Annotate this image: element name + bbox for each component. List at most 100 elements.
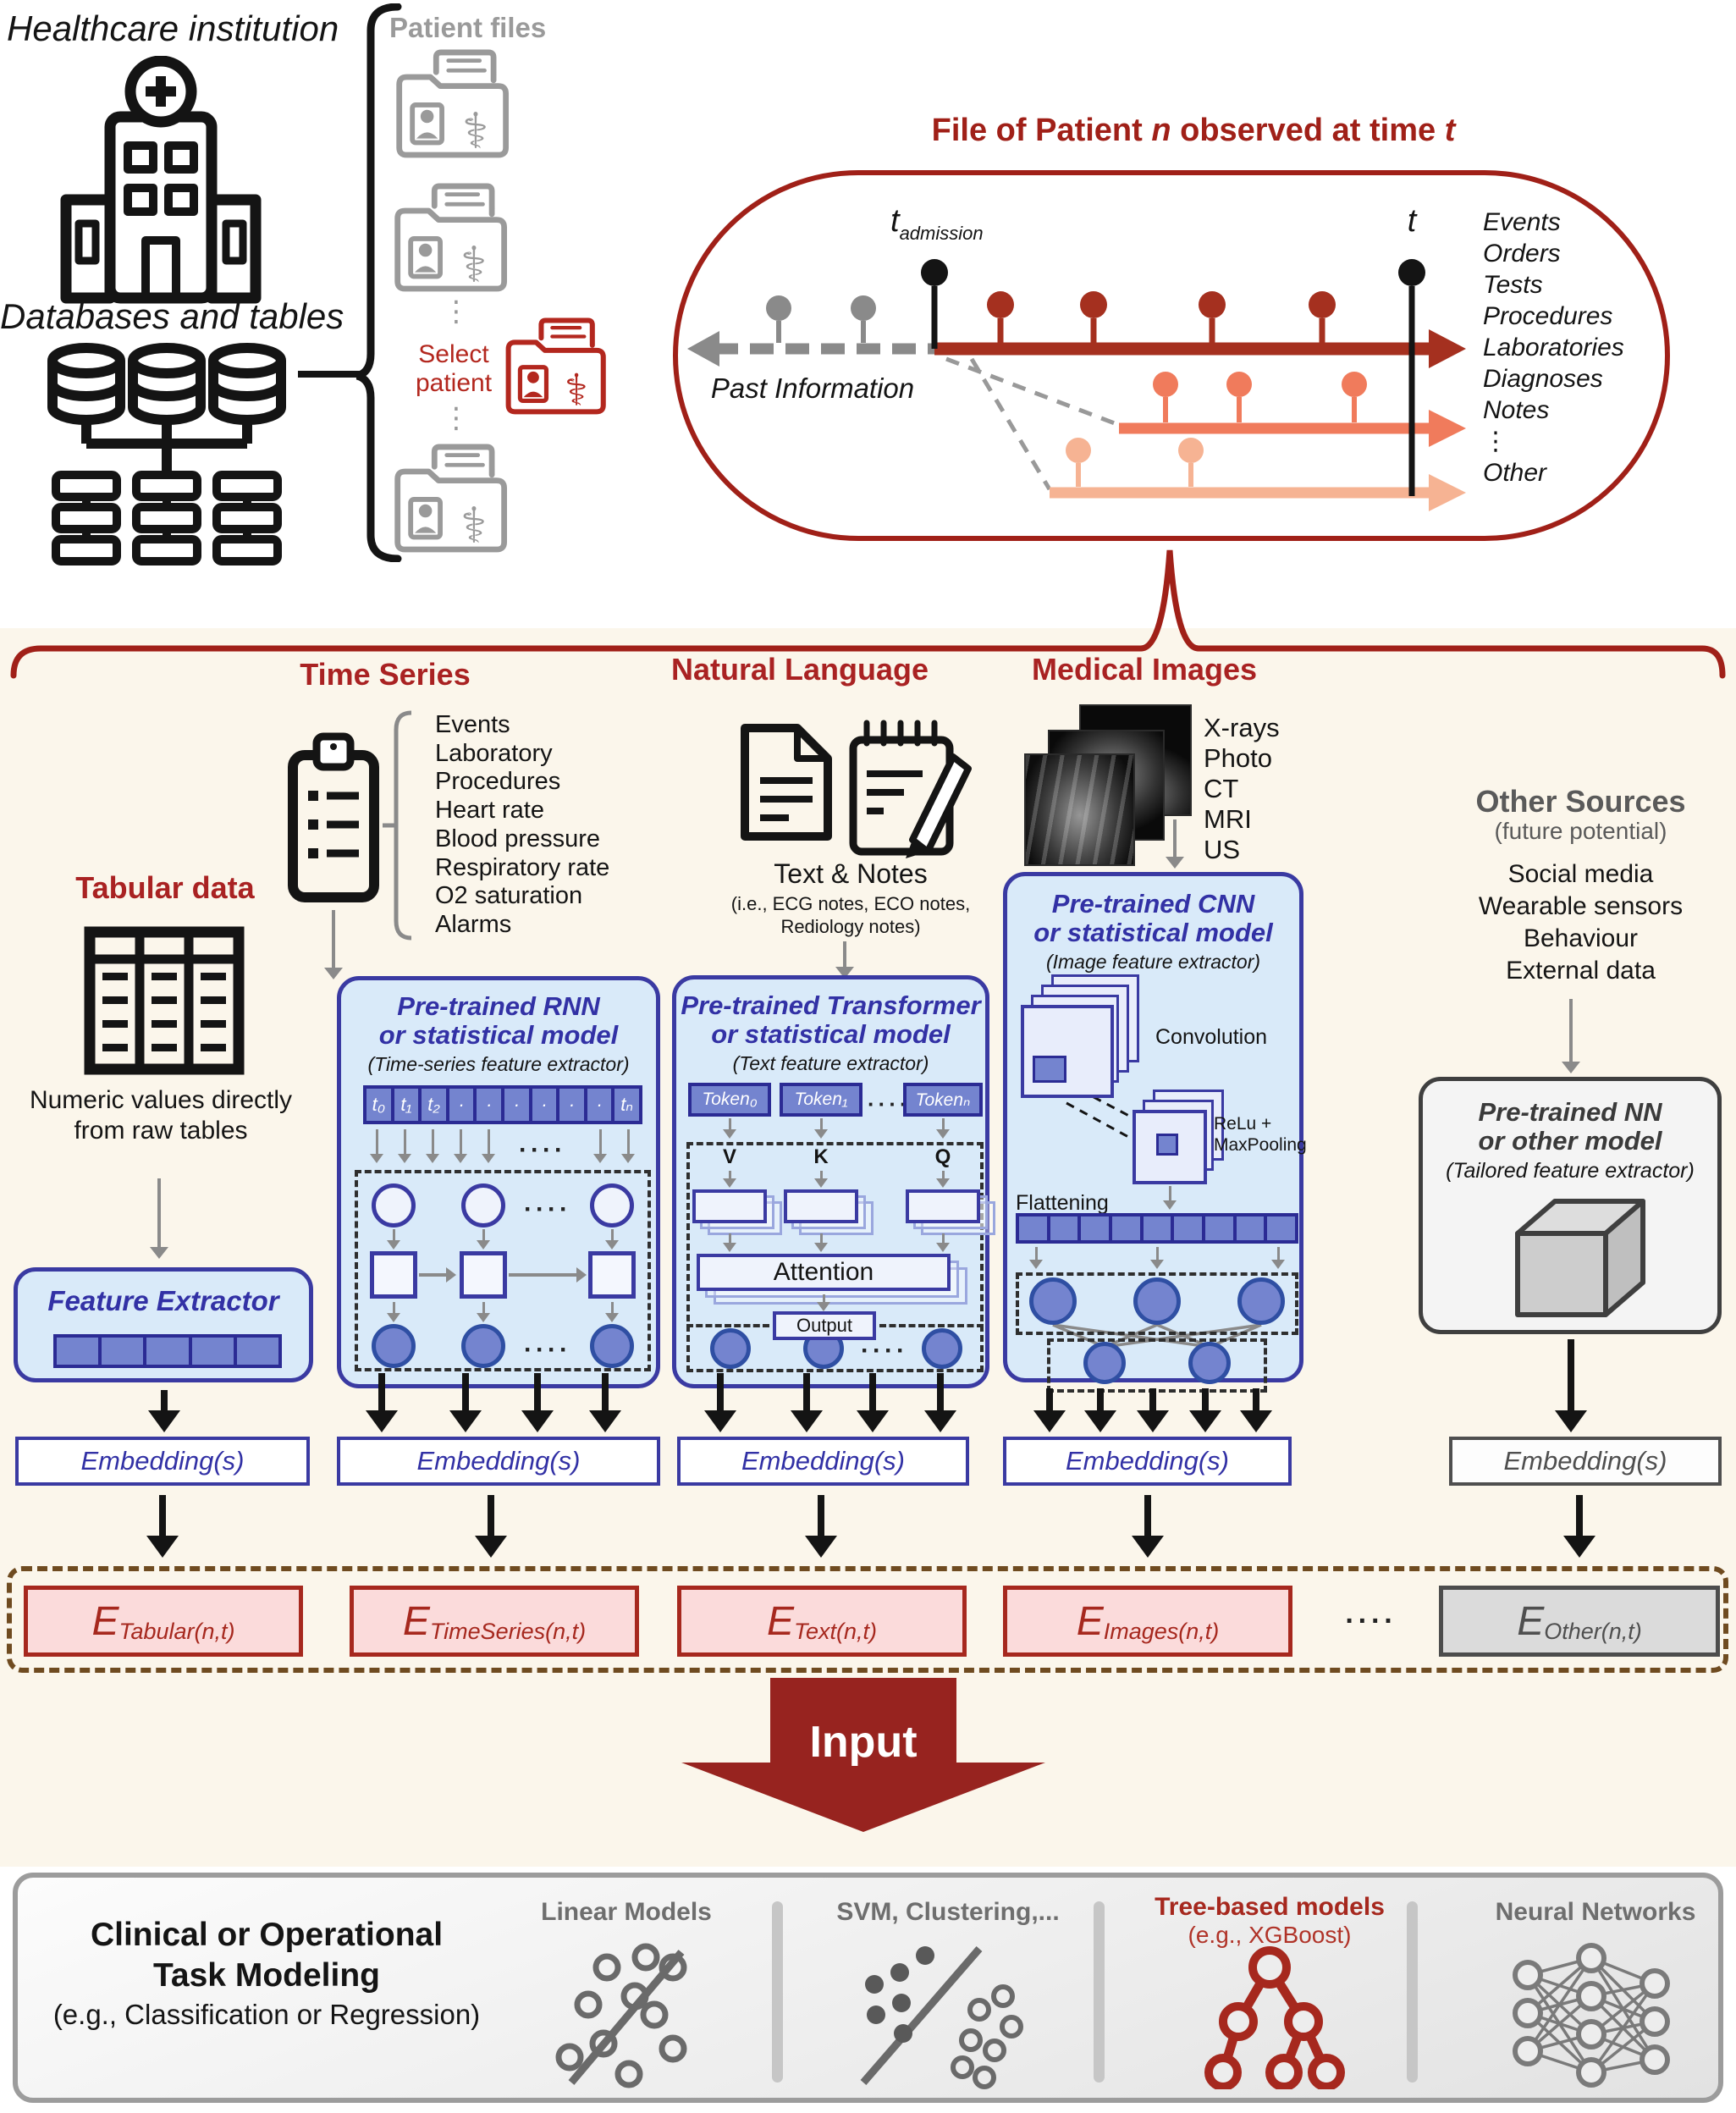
cnn-title-1: Pre-trained CNN [1051,889,1255,919]
v-label: V [722,1145,736,1168]
other-source-item: Social media [1507,860,1654,888]
neural-networks-label: Neural Networks [1495,1898,1696,1926]
other-out-arrow [1555,1339,1587,1432]
rnn-recurrent-arrow [509,1266,587,1283]
tree-model-icon [1204,1946,1345,2089]
cnn-mini-arrow [1028,1247,1044,1269]
other-source-item: External data [1506,957,1656,985]
embedding-to-fusion-arrow [146,1495,179,1558]
cnn-title-2: or statistical model [1033,918,1273,947]
other-nn-box: Pre-trained NN or other model (Tailored … [1419,1077,1722,1334]
tabular-down-arrow [149,1178,169,1259]
time-cell: · [473,1085,504,1124]
tabular-extractor-title: Feature Extractor [47,1285,279,1316]
rnn-output-node [372,1324,416,1368]
cnn-node [1083,1342,1126,1384]
dashed-separator [879,1324,984,1327]
rnn-mini-arrow [396,1129,413,1163]
hospital-icon [60,56,262,304]
images-embedding-box: Embedding(s) [1003,1437,1292,1486]
cnn-mini-arrow [1149,1247,1166,1269]
rnn-node [590,1183,634,1228]
time-cell: · [500,1085,532,1124]
cnn-node [1029,1277,1077,1325]
folder-dots: ⋮ [442,402,471,434]
modalities-brace [10,549,1726,679]
q-label: Q [934,1145,951,1168]
cnn-mini-arrow [1270,1247,1287,1269]
signal-item: Events [435,711,510,738]
token-dots: ···· [868,1091,911,1117]
category-item: Procedures [1483,302,1613,330]
tabular-data-header: Tabular data [75,870,255,905]
cnn-box: Pre-trained CNN or statistical model (Im… [1003,872,1307,1393]
document-icon [741,724,832,841]
patient-file-title: File of Patient n observed at time t [931,113,1456,148]
rnn-out-arrow [589,1373,621,1432]
category-item: Laboratories [1483,334,1624,361]
cnn-out-arrow [1084,1388,1116,1432]
tabular-extractor-box: Feature Extractor [14,1267,313,1382]
rnn-output-node [461,1324,505,1368]
transformer-mini-arrow [934,1233,951,1252]
relu-line: ReLu + [1214,1114,1272,1134]
rnn-dashed-box [355,1170,651,1371]
category-item: Diagnoses [1483,365,1603,393]
other-source-item: Wearable sensors [1478,892,1684,920]
rnn-node [372,1183,416,1228]
rnn-cell-square [460,1251,507,1299]
flattening-label: Flattening [1016,1191,1109,1215]
k-matrix [784,1189,858,1223]
attention-box: Attention [697,1254,951,1291]
cube-icon [1515,1199,1645,1317]
cnn-out-arrow [1137,1388,1169,1432]
transformer-subtitle: (Text feature extractor) [732,1052,929,1074]
cnn-dashed-layer-2 [1047,1338,1267,1393]
text-embedding-box: Embedding(s) [677,1437,969,1486]
transformer-out-arrow [791,1373,823,1432]
transformer-out-arrow [857,1373,889,1432]
convolution-label: Convolution [1155,1025,1268,1049]
flatten-cells [1016,1213,1299,1244]
transformer-out-arrow [704,1373,736,1432]
cnn-node [1133,1277,1181,1325]
rnn-subtitle: (Time-series feature extractor) [367,1053,630,1075]
rnn-dots: ···· [524,1336,571,1364]
transformer-dashed-box [686,1142,984,1372]
rnn-mini-arrow [424,1129,441,1163]
transformer-mini-arrow [813,1233,829,1252]
rnn-output-node [590,1324,634,1368]
image-type-item: Photo [1204,743,1273,773]
t-admission-label: tadmission [890,203,984,244]
rnn-mini-arrow [475,1229,492,1250]
cnn-node [1188,1342,1231,1384]
cnn-out-arrow [1240,1388,1272,1432]
token-box: Token₁ [780,1083,862,1117]
e-subscript: TimeSeries(n,t) [429,1618,587,1644]
natural-language-header: Natural Language [670,652,929,687]
table-icon [84,926,245,1075]
signal-item: Blood pressure [435,825,601,852]
e-symbol: E [91,1598,119,1644]
transformer-mini-arrow [721,1118,738,1139]
q-matrix [906,1189,980,1223]
transformer-dots: ···· [861,1337,908,1365]
tabular-embedding-box: Embedding(s) [15,1437,310,1486]
time-series-embedding-box: Embedding(s) [337,1437,660,1486]
other-source-item: Behaviour [1523,924,1639,952]
e-symbol: E [766,1598,794,1644]
language-down-arrow [835,941,855,979]
k-label: K [813,1145,829,1168]
panel-divider [1407,1901,1418,2083]
time-series-down-arrow [323,910,344,979]
output-box: Output [773,1311,876,1340]
panel-divider [772,1901,783,2083]
v-matrix [692,1189,767,1223]
text-notes-note: (i.e., ECG notes, ECO notes, Rediology n… [715,892,986,938]
e-symbol: E [1517,1598,1545,1644]
time-cell: · [445,1085,477,1124]
